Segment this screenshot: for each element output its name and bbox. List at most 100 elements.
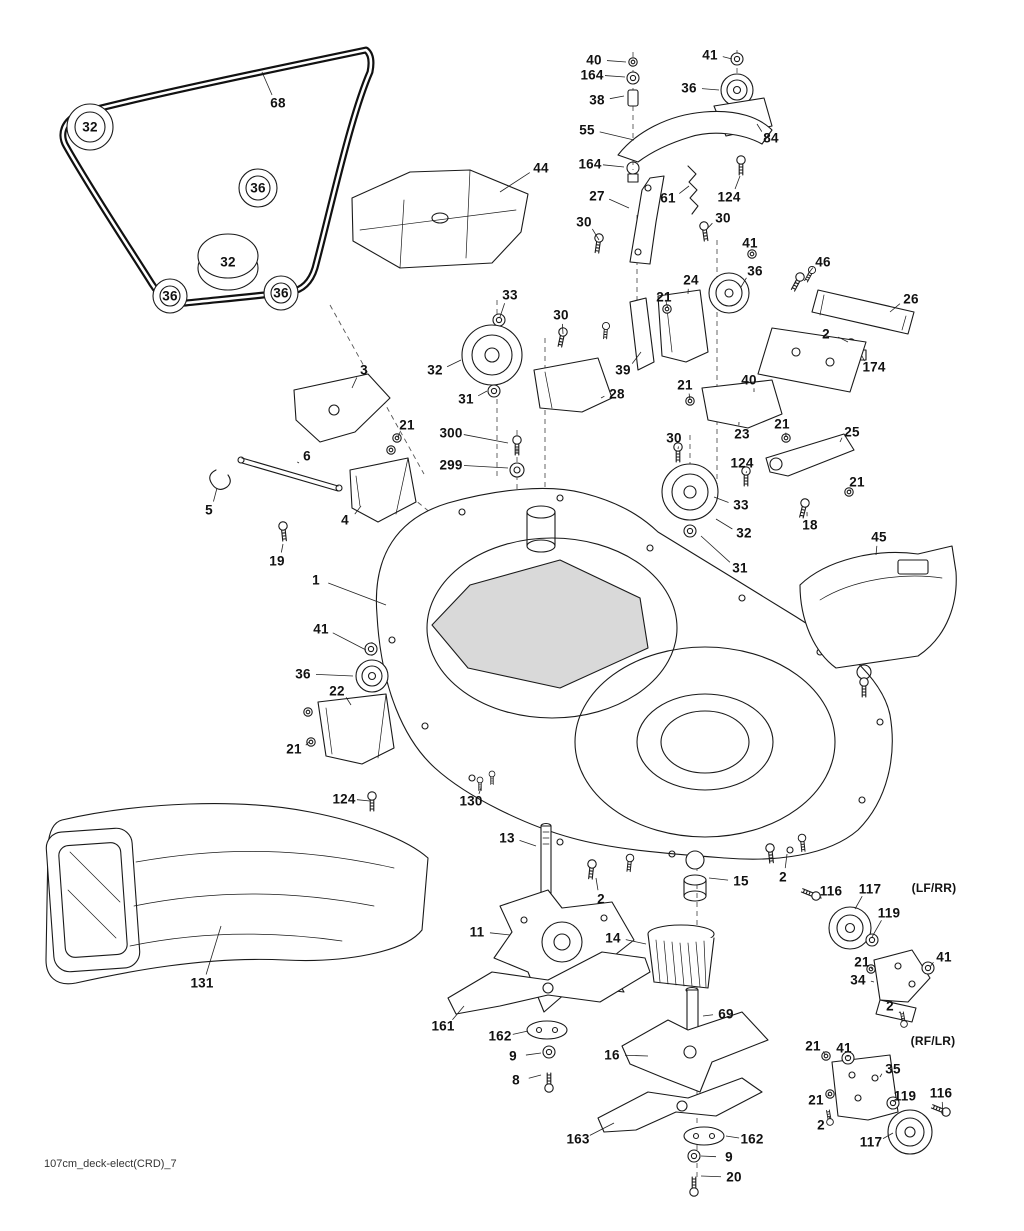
part-callout: 84 (763, 130, 779, 146)
part-callout: 32 (220, 254, 236, 270)
part-callout: 28 (609, 386, 625, 402)
part-callout: 25 (844, 424, 860, 440)
discharge-chute (45, 803, 429, 985)
blade-16 (621, 1011, 769, 1093)
part-callout: 11 (469, 924, 485, 940)
part-callout: 4 (341, 512, 349, 528)
part-callout: 36 (250, 180, 266, 196)
gauge-wheel-lower (821, 1051, 953, 1155)
part-callout: 61 (660, 190, 676, 206)
part-callout: 163 (566, 1131, 590, 1147)
part-callout: 1 (312, 572, 320, 588)
part-callout: 55 (579, 122, 595, 138)
part-callout: 174 (862, 359, 886, 375)
part-callout: 38 (589, 92, 605, 108)
idler-pulley-group-left (461, 313, 613, 413)
part-callout: 21 (774, 416, 790, 432)
part-callout: 31 (458, 391, 474, 407)
idler-bracket-group-right (629, 264, 915, 520)
belt-cover (351, 169, 529, 269)
part-callout: 21 (286, 741, 302, 757)
part-callout: 41 (702, 47, 718, 63)
bearing-stack-15 (683, 850, 707, 902)
part-callout: 40 (741, 372, 757, 388)
deck-baffle (431, 559, 649, 689)
part-callout: 13 (499, 830, 515, 846)
blade-163 (597, 1077, 763, 1133)
part-callout: 33 (733, 497, 749, 513)
part-callout: 22 (329, 683, 345, 699)
part-callout: 130 (459, 793, 483, 809)
part-callout: 36 (681, 80, 697, 96)
part-callout: 3 (360, 362, 368, 378)
clutch-pulley-group (661, 463, 719, 538)
part-callout: 20 (726, 1169, 742, 1185)
part-callout: 117 (859, 1134, 883, 1150)
group-label: (LF/RR) (911, 881, 957, 895)
part-callout: 2 (779, 869, 787, 885)
part-callout: 36 (295, 666, 311, 682)
part-callout: 162 (488, 1028, 512, 1044)
part-callout: 21 (854, 954, 870, 970)
part-callout: 300 (439, 425, 463, 441)
part-callout: 30 (553, 307, 569, 323)
mower-deck (375, 487, 893, 860)
part-callout: 21 (849, 474, 865, 490)
part-callout: 299 (439, 457, 463, 473)
part-callout: 27 (589, 188, 605, 204)
diagram-footer-label: 107cm_deck-elect(CRD)_7 (44, 1158, 177, 1170)
part-callout: 36 (747, 263, 763, 279)
part-callout: 2 (822, 326, 830, 342)
part-callout: 21 (677, 377, 693, 393)
part-callout: 21 (808, 1092, 824, 1108)
part-callout: 46 (815, 254, 831, 270)
part-callout: 45 (871, 529, 887, 545)
part-callout: 162 (740, 1131, 764, 1147)
part-callout: 34 (850, 972, 866, 988)
part-callout: 69 (718, 1006, 734, 1022)
part-callout: 164 (578, 156, 602, 172)
part-callout: 68 (270, 95, 286, 111)
pulley-32-stacked (197, 233, 259, 279)
part-callout: 116 (929, 1085, 953, 1101)
part-callout: 15 (733, 873, 749, 889)
part-callout: 124 (717, 189, 741, 205)
pulley-36-belt (238, 168, 278, 208)
part-callout: 124 (332, 791, 356, 807)
part-callout: 35 (885, 1061, 901, 1077)
part-callout: 21 (399, 417, 415, 433)
part-callout: 131 (190, 975, 214, 991)
part-callout: 32 (736, 525, 752, 541)
part-callout: 2 (597, 891, 605, 907)
part-callout: 26 (903, 291, 919, 307)
part-callout: 19 (269, 553, 285, 569)
part-callout: 124 (730, 455, 754, 471)
part-callout: 119 (877, 905, 901, 921)
part-callout: 39 (615, 362, 631, 378)
part-callout: 6 (303, 448, 311, 464)
part-callout: 21 (805, 1038, 821, 1054)
gauge-wheel-upper (799, 885, 935, 1029)
suspension-brackets (209, 373, 417, 542)
drive-belt (59, 46, 375, 314)
part-callout: 9 (509, 1048, 517, 1064)
group-label: (RF/LR) (910, 1034, 956, 1048)
part-callout: 41 (313, 621, 329, 637)
part-callout: 24 (683, 272, 699, 288)
part-callout: 119 (893, 1088, 917, 1104)
part-callout: 9 (725, 1149, 733, 1165)
part-callout: 14 (605, 930, 621, 946)
spacer-bolt-group (509, 435, 525, 478)
part-callout: 41 (742, 235, 758, 251)
part-callout: 31 (732, 560, 748, 576)
part-callout: 41 (936, 949, 952, 965)
part-callout: 44 (533, 160, 549, 176)
part-callout: 32 (427, 362, 443, 378)
pulley-32-belt (66, 103, 114, 151)
part-callout: 8 (512, 1072, 520, 1088)
part-callout: 33 (502, 287, 518, 303)
part-callout: 32 (82, 119, 98, 135)
